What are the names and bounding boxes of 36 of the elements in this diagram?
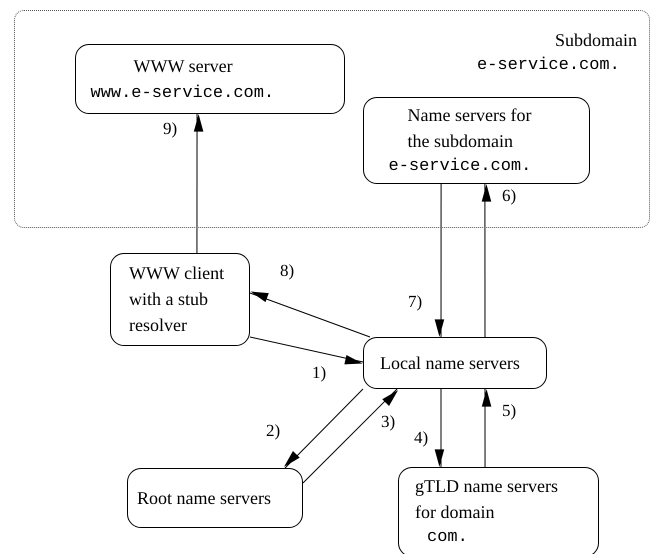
server-box xyxy=(362,96,590,184)
step-number: 3) xyxy=(381,413,396,431)
arrow xyxy=(250,292,370,338)
step-number: 5) xyxy=(502,402,516,420)
arrow xyxy=(302,388,398,484)
step-number: 7) xyxy=(408,293,422,311)
server-box xyxy=(127,468,303,528)
server-label: Root name servers xyxy=(137,487,272,510)
domain-name: e-service.com. xyxy=(477,55,621,77)
domain-name: com. xyxy=(427,527,469,549)
region-title: Subdomain xyxy=(555,29,638,52)
step-number: 2) xyxy=(266,422,280,440)
step-number: 9) xyxy=(163,120,178,138)
server-box xyxy=(74,44,344,114)
arrow xyxy=(434,388,444,468)
arrow xyxy=(284,388,364,468)
step-number: 1) xyxy=(312,364,326,382)
arrow xyxy=(194,114,204,254)
domain-name: www.e-service.com. xyxy=(90,82,276,104)
server-box xyxy=(363,337,547,389)
server-label: WWW client with a stub resolver xyxy=(129,262,226,337)
server-box xyxy=(398,467,599,554)
server-label: Local name servers xyxy=(380,352,521,375)
step-number: 4) xyxy=(414,429,428,447)
arrow xyxy=(482,184,492,338)
subdomain-region xyxy=(14,10,650,228)
server-label: WWW server xyxy=(134,54,234,78)
step-number: 8) xyxy=(280,262,294,280)
server-label: Name servers for the subdomain xyxy=(408,104,532,152)
server-box xyxy=(110,253,250,346)
domain-name: e-service.com. xyxy=(388,156,532,178)
server-label: gTLD name servers for domain xyxy=(415,475,559,524)
step-number: 6) xyxy=(502,187,516,205)
arrow xyxy=(482,388,492,468)
arrow xyxy=(250,336,364,364)
arrow xyxy=(434,184,444,338)
